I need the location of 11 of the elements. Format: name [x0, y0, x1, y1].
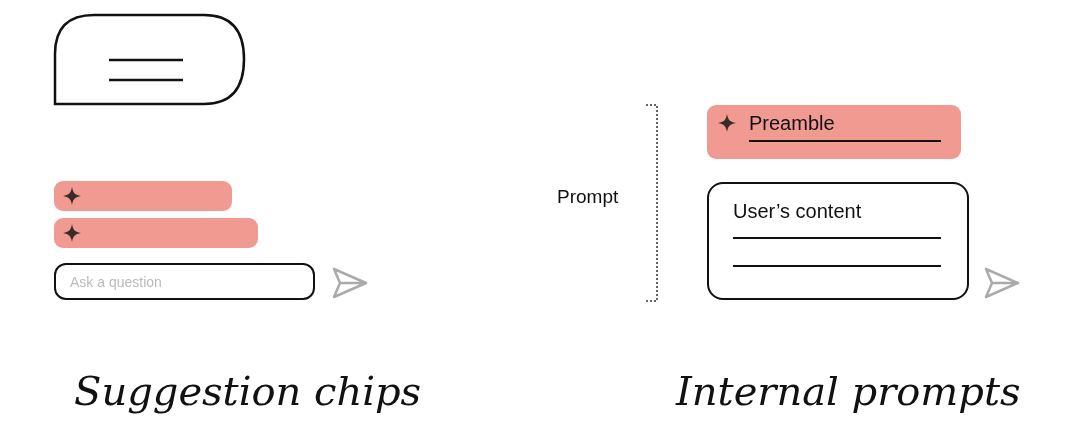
prompt-box — [707, 105, 961, 159]
caption: Suggestion chips — [74, 368, 422, 414]
content-box — [707, 182, 969, 300]
suggestion-chip — [54, 181, 232, 211]
caption: Internal prompts — [676, 368, 1021, 414]
content-title: User’s content — [733, 200, 862, 223]
suggestion-chip — [54, 218, 258, 248]
bracket-label: Prompt — [557, 186, 619, 208]
placeholder-text: Ask a question — [70, 274, 162, 290]
prompt-title: Preamble — [749, 112, 835, 135]
input-field — [54, 263, 315, 300]
